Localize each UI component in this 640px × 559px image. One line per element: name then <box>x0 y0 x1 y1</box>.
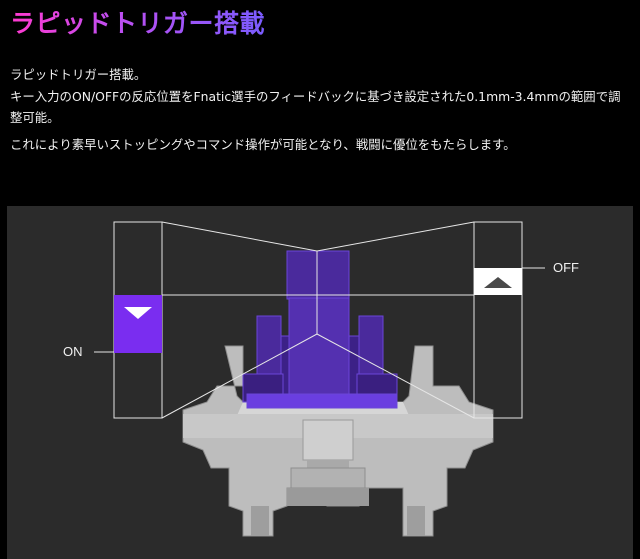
triangle-up-icon <box>484 277 512 288</box>
page-title: ラピッドトリガー搭載 <box>10 4 265 40</box>
description-line-3: これにより素早いストッピングやコマンド操作が可能となり、戦闘に優位をもたらします… <box>10 137 516 152</box>
off-label: OFF <box>553 260 579 275</box>
description-line-2: キー入力のON/OFFの反応位置をFnatic選手のフィードバックに基づき設定さ… <box>10 89 621 125</box>
triangle-down-icon <box>124 307 152 319</box>
description-line-1: ラピッドトリガー搭載。 <box>10 67 147 82</box>
rapid-trigger-diagram: ON OFF <box>7 206 633 559</box>
on-label: ON <box>63 344 83 359</box>
switch-housing <box>182 345 494 537</box>
switch-illustration <box>94 221 545 537</box>
description: ラピッドトリガー搭載。 キー入力のON/OFFの反応位置をFnatic選手のフィ… <box>10 64 632 155</box>
off-indicator <box>474 268 522 295</box>
on-indicator <box>114 295 162 353</box>
switch-stem <box>242 250 398 409</box>
